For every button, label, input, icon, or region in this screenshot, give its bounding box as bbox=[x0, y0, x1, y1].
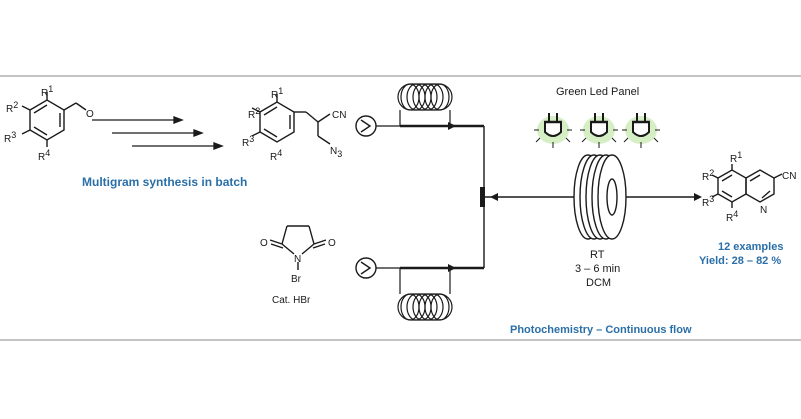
time-label: 3 – 6 min bbox=[575, 263, 620, 275]
solvent-label: DCM bbox=[586, 277, 611, 289]
led-bulb-2 bbox=[580, 113, 618, 148]
t-mixer-junction bbox=[480, 187, 485, 207]
yield-range: Yield: 28 – 82 % bbox=[699, 255, 781, 267]
azide-r2: R2 bbox=[248, 106, 260, 121]
azide-r4: R4 bbox=[270, 148, 282, 163]
azide-n3: N3 bbox=[330, 146, 342, 159]
catalyst-label: Cat. HBr bbox=[272, 295, 311, 306]
nbs-oxygen-right: O bbox=[328, 238, 336, 249]
led-panel-label: Green Led Panel bbox=[556, 86, 639, 98]
quinoline-molecule bbox=[711, 164, 783, 208]
pump-bottom bbox=[355, 257, 377, 279]
output-arrowhead bbox=[694, 193, 702, 201]
aldehyde-oxygen: O bbox=[86, 109, 94, 120]
photoreactor-coil bbox=[573, 154, 627, 240]
azide-r3: R3 bbox=[242, 134, 254, 149]
bottom-feed-arrowhead bbox=[448, 264, 456, 272]
aldehyde-r1: R1 bbox=[41, 84, 53, 99]
batch-caption: Multigram synthesis in batch bbox=[82, 175, 247, 189]
led-bulb-3 bbox=[622, 113, 660, 148]
azide-cyano: CN bbox=[332, 110, 346, 121]
pump-top bbox=[355, 115, 377, 137]
mixer-arrowhead bbox=[490, 193, 498, 201]
product-r1: R1 bbox=[730, 150, 742, 165]
aldehyde-r2: R2 bbox=[6, 100, 18, 115]
aldehyde-r4: R4 bbox=[38, 148, 50, 163]
loop-top bbox=[376, 83, 453, 127]
nbs-oxygen-left: O bbox=[260, 238, 268, 249]
product-cyano: CN bbox=[782, 171, 796, 182]
nbs-molecule bbox=[269, 225, 327, 270]
aldehyde-molecule bbox=[21, 92, 87, 147]
examples-count: 12 examples bbox=[718, 241, 783, 253]
azide-r1: R1 bbox=[271, 86, 283, 101]
top-feed-arrowhead bbox=[448, 122, 456, 130]
led-bulb-1 bbox=[534, 113, 572, 148]
flow-caption: Photochemistry – Continuous flow bbox=[510, 324, 692, 336]
nbs-bromine: Br bbox=[291, 274, 302, 285]
temperature-label: RT bbox=[590, 249, 605, 261]
product-r3: R3 bbox=[702, 194, 714, 209]
product-r2: R2 bbox=[702, 168, 714, 183]
nbs-nitrogen: N bbox=[294, 254, 301, 265]
product-nitrogen: N bbox=[760, 205, 767, 216]
loop-bottom bbox=[376, 267, 453, 321]
azide-molecule bbox=[251, 94, 331, 145]
multistep-arrows bbox=[92, 116, 224, 150]
aldehyde-r3: R3 bbox=[4, 130, 16, 145]
product-r4: R4 bbox=[726, 209, 738, 224]
